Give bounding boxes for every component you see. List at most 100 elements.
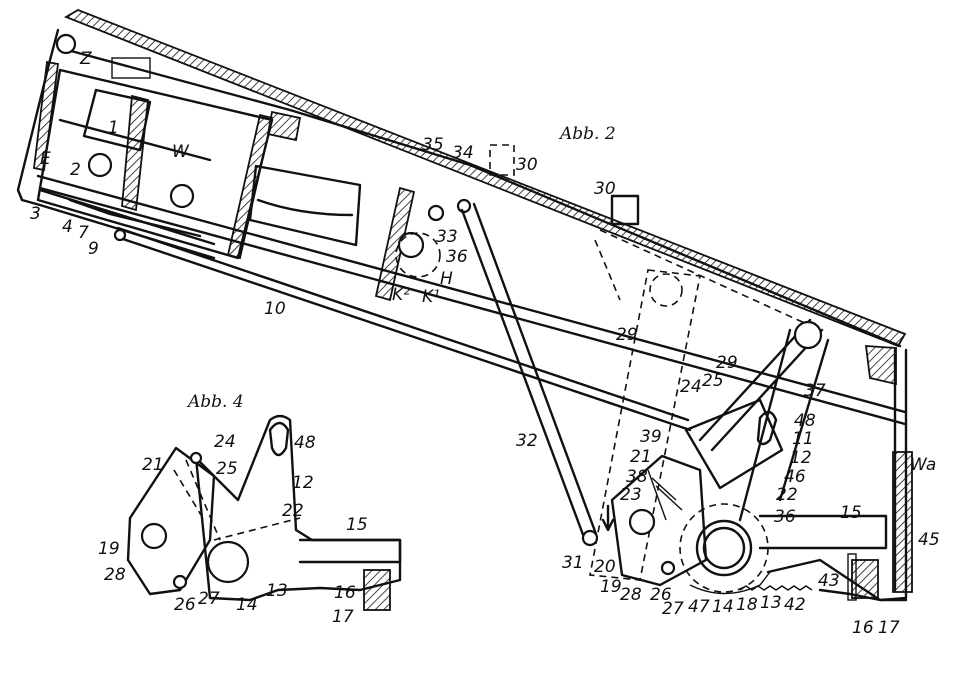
label-2: 2 [70,160,81,180]
label-30a: 30 [516,155,538,175]
label-14: 14 [712,597,734,617]
abb4-block-16 [363,569,391,611]
abb4-bar-15 [298,538,402,564]
hole-H [397,231,425,259]
pivot-31 [581,529,599,547]
label-7: 7 [78,223,89,243]
block-top [111,57,151,79]
label-38: 38 [626,467,648,487]
label-29b: 29 [716,353,738,373]
pivot-top-right [793,320,823,350]
wheel-14-inner [702,526,746,570]
knob-30-dashed [489,144,515,176]
label-4: 4 [62,217,73,237]
label-19: 19 [600,577,622,597]
hole-left-2 [169,183,195,209]
left-box-wall-2 [226,113,274,260]
pivot-26 [660,560,676,576]
label-48: 48 [794,411,816,431]
label-23: 23 [620,485,642,505]
small-block [266,110,302,142]
wedge-curve [256,198,354,217]
arm-37-b [778,338,830,502]
rail-lower [38,186,907,426]
corner-block [864,345,897,386]
abb4-label-25: 25 [216,459,238,479]
label-10: 10 [264,299,286,319]
label-36: 36 [774,507,796,527]
abb4-label-19: 19 [98,539,120,559]
dash-top [599,229,821,331]
left-box-wall [121,94,149,212]
abb4-label-22: 22 [282,501,304,521]
abb4-label-28: 28 [104,565,126,585]
label-16: 16 [852,618,874,638]
rod-10-a [118,236,692,432]
label-29a: 29 [616,325,638,345]
lever-2 [58,118,212,162]
rod-32-b [472,202,598,536]
abb4-dashed [173,459,221,541]
mid-wall [374,186,416,302]
label-12: 12 [790,448,812,468]
label-36H: 36 [446,247,468,267]
label-18: 18 [736,595,758,615]
hole-left-1 [87,152,113,178]
abb4-label-14: 14 [236,595,258,615]
housing-lid [63,9,907,348]
wheel-14 [695,519,753,577]
pivot-9 [113,228,127,242]
abb4-label-27: 27 [198,589,220,609]
label-21: 21 [630,447,652,467]
label-43: 43 [818,571,840,591]
circle-K1 [395,232,441,278]
pivot-top-left [55,33,77,55]
abb4-label-26: 26 [174,595,196,615]
arm-37-a [738,328,792,522]
figure-abb2: Abb. 2 Z 1 2 E W 3 4 7 9 10 35 34 30 30 … [16,9,940,638]
label-17: 17 [878,618,900,638]
label-45: 45 [918,530,940,550]
label-39: 39 [640,427,662,447]
label-Wa: Wa [910,455,936,475]
abb4-label-15: 15 [346,515,368,535]
figure-abb4: Abb. 4 24 48 21 25 12 22 15 19 28 26 27 … [98,392,402,627]
label-30b: 30 [594,179,616,199]
spring-42 [739,585,813,591]
rod-10-b [116,226,690,422]
toothed-47 [689,571,771,595]
knob-30 [610,194,640,226]
abb4-label-16: 16 [334,583,356,603]
abb4-dash-22 [213,517,301,541]
bar-15 [758,514,888,550]
label-15: 15 [840,503,862,523]
housing-frame [16,28,908,602]
dash-guide [594,239,621,301]
label-22: 22 [776,485,798,505]
label-31: 31 [562,553,584,573]
lever-4 [68,198,202,238]
abb4-label-48: 48 [294,433,316,453]
label-26: 26 [650,585,672,605]
label-K1: K¹ [422,287,440,307]
label-33: 33 [436,227,458,247]
label-37: 37 [804,381,826,401]
abb4-plate-28 [126,446,216,596]
abb4-title: Abb. 4 [186,392,244,412]
label-11: 11 [792,429,814,449]
label-H: H [440,269,453,289]
pivot-33 [456,198,472,214]
abb2-title: Abb. 2 [558,124,616,144]
label-35: 35 [422,135,444,155]
spring-38 [647,469,683,521]
abb4-slot-48 [268,421,290,457]
label-46: 46 [784,467,806,487]
abb4-label-24: 24 [214,432,236,452]
label-34: 34 [452,143,474,163]
abb4-label-12: 12 [292,473,314,493]
abb4-lever-12 [194,414,402,602]
label-20: 20 [594,557,616,577]
hole-19 [628,508,656,536]
abb4-label-13: 13 [266,581,288,601]
